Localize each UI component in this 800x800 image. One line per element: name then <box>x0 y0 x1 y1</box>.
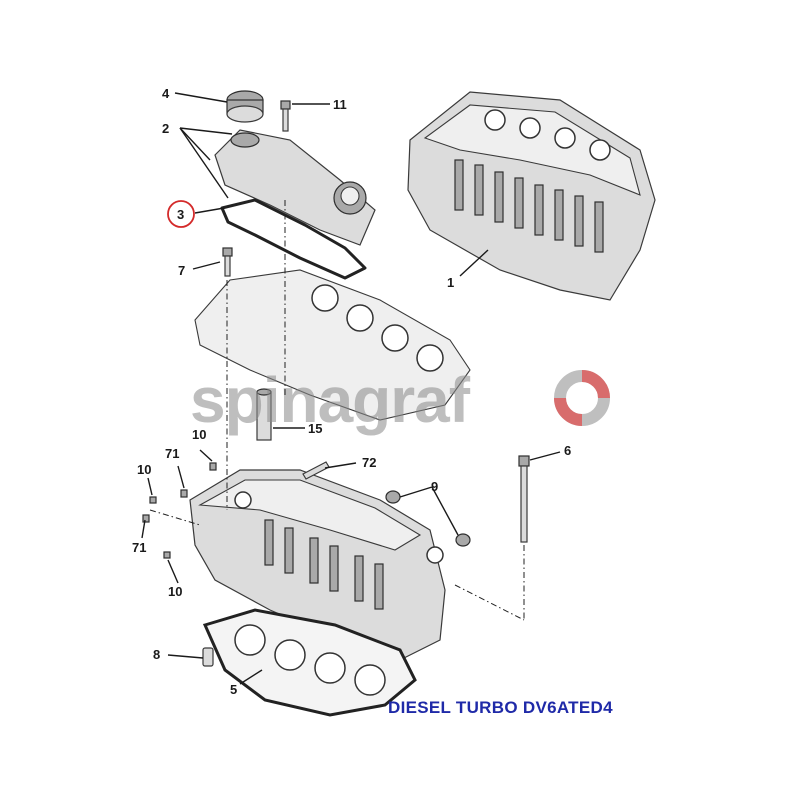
callout-1: 1 <box>447 275 454 290</box>
small-plugs <box>142 462 217 559</box>
engine-caption: DIESEL TURBO DV6ATED4 <box>388 698 613 717</box>
highlight-circle <box>167 200 195 228</box>
callout-11: 11 <box>333 97 347 112</box>
dowel <box>202 647 214 667</box>
head-bolt <box>518 455 530 543</box>
callout-10-left: 10 <box>137 462 151 477</box>
core-plug-lower <box>455 533 471 547</box>
dowel-tube <box>256 388 272 441</box>
watermark-text: spinagraf <box>190 364 471 436</box>
engine-valve-bank <box>454 159 604 253</box>
head-gasket <box>202 608 417 717</box>
valve-cover <box>214 129 376 246</box>
callout-9: 9 <box>431 479 438 494</box>
carrier-bolt <box>222 247 233 277</box>
callout-4: 4 <box>162 86 170 101</box>
callout-10-upper: 10 <box>192 427 206 442</box>
valve-cover-gasket <box>220 198 367 280</box>
callout-6: 6 <box>564 443 571 458</box>
assembly-lines <box>149 200 525 621</box>
leader-lines <box>141 92 561 685</box>
callout-71-lower: 71 <box>132 540 146 555</box>
callout-5: 5 <box>230 682 237 697</box>
camshaft-carrier <box>194 269 471 421</box>
core-plug-upper <box>385 490 401 504</box>
callout-labels: 4 2 3 11 1 7 15 10 72 6 71 10 9 71 10 8 … <box>132 86 571 697</box>
lifebuoy-icon <box>554 370 610 426</box>
callout-3: 3 <box>177 207 184 222</box>
watermark-logo: spinagraf <box>190 364 610 436</box>
callout-71-upper: 71 <box>165 446 179 461</box>
callout-8: 8 <box>153 647 160 662</box>
cover-bolt <box>280 100 291 132</box>
cylinder-head <box>189 469 446 661</box>
callout-2: 2 <box>162 121 169 136</box>
callout-15: 15 <box>308 421 322 436</box>
oil-filler-cap <box>226 90 264 123</box>
callout-10-lower: 10 <box>168 584 182 599</box>
callout-7: 7 <box>178 263 185 278</box>
engine-assembly <box>407 91 656 301</box>
callout-72: 72 <box>362 455 376 470</box>
